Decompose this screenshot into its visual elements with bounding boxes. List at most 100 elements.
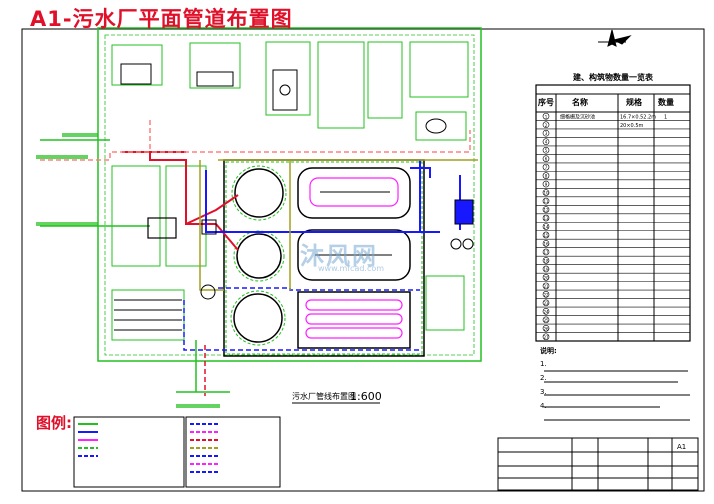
legend-swatches: [78, 423, 220, 473]
col-header-spec: 规格: [626, 98, 642, 107]
table-cell: 1: [664, 114, 667, 120]
green-area-1: [317, 41, 365, 129]
screen-house: [147, 217, 177, 239]
table-cell: 13: [543, 216, 549, 221]
row-number-circle: [542, 163, 550, 171]
green-area-3: [409, 41, 469, 98]
aeration-tank: [297, 291, 411, 349]
building-2: [189, 42, 241, 89]
building-1: [111, 44, 163, 86]
green-area-2: [367, 41, 403, 119]
site-road: [104, 34, 475, 356]
row-number-circle: [542, 333, 550, 341]
basketball-court: [272, 69, 298, 111]
row-number-circle: [542, 206, 550, 213]
row-number-circle: [542, 316, 550, 324]
building-1-inner: [120, 63, 152, 85]
table-cell: 14: [543, 225, 549, 230]
row-number-circle: [542, 155, 550, 162]
sludge-block: [111, 289, 185, 341]
table-cell: 16: [543, 242, 549, 247]
legend-grid: [73, 416, 281, 488]
table-cell: 7: [545, 165, 548, 170]
table-cell: 24: [543, 309, 549, 314]
table-cell: 22: [543, 292, 549, 297]
secondary-clarifier-2: [236, 233, 282, 279]
row-number-circle: [542, 257, 550, 264]
notes-lines: [544, 370, 690, 421]
north-arrow-icon: [598, 29, 632, 47]
row-number-circle: [542, 299, 550, 307]
site-boundary: [97, 27, 482, 362]
table-cell: 10: [543, 191, 549, 196]
blower-2: [462, 238, 474, 250]
plan-scale: 1:600: [350, 390, 382, 403]
thickener-ring: [230, 290, 286, 346]
row-number-circle: [542, 291, 550, 298]
row-number-circle: [542, 240, 550, 247]
table-cell: 15: [543, 233, 549, 238]
court-area: [265, 41, 311, 116]
row-number-circle: [542, 146, 550, 154]
green-area-right: [425, 275, 465, 331]
building-2-inner: [196, 71, 234, 87]
title-block: [497, 437, 699, 491]
row-number-circle: [542, 231, 550, 239]
outer-frame: [21, 28, 705, 492]
court-circle: [279, 84, 291, 96]
row-number-circle: [542, 214, 550, 222]
note-2: 2.: [540, 374, 547, 382]
table-cell: 20: [543, 275, 549, 280]
sludge-thickener: [233, 293, 283, 343]
watermark-url: www.mfcad.com: [318, 264, 385, 273]
note-1: 1.: [540, 360, 547, 368]
olive-pipeline: [199, 159, 478, 291]
table-cell: 1: [545, 114, 548, 119]
table-cell: 27: [543, 335, 549, 340]
table-cell: 细格栅及沉砂池: [560, 113, 595, 120]
table-cell: 21: [543, 284, 549, 289]
table-cell: 12: [543, 208, 549, 213]
table-cell: 8: [545, 174, 548, 179]
green-area-4: [415, 111, 467, 141]
row-number-circle: [542, 274, 550, 281]
row-number-circle: [542, 138, 550, 145]
table-cell: 17: [543, 250, 549, 255]
table-cell: 11: [543, 199, 549, 204]
oxidation-ditch-2: [297, 229, 411, 281]
row-number-circle: [542, 197, 550, 205]
table-cell: 25: [543, 318, 549, 323]
side-pipe-labels: [36, 133, 220, 408]
row-number-circle: [542, 189, 550, 196]
green-block-left-1: [111, 165, 161, 267]
row-number-circle: [542, 308, 550, 315]
clarifier-1-ring: [231, 165, 287, 221]
oxidation-ditch-1: [297, 167, 411, 219]
table-cell: 6: [545, 157, 548, 162]
row-number-circle: [542, 248, 550, 256]
ditch-1-channel: [309, 177, 399, 207]
note-3: 3.: [540, 388, 547, 396]
table-cell: 19: [543, 267, 549, 272]
sheet-size: A1: [677, 443, 686, 451]
col-header-no: 序号: [538, 98, 554, 107]
table-cell: 18: [543, 258, 549, 263]
blue-dashed-pipeline: [183, 287, 420, 351]
note-4: 4.: [540, 402, 547, 410]
plan-caption: 污水厂管线布置图: [292, 391, 356, 401]
distribution-well: [200, 284, 216, 300]
row-number-circle: [542, 112, 550, 120]
table-cell: 16.7×0.52.2m: [620, 114, 656, 120]
table-cell: 5: [545, 148, 548, 153]
pink-pipeline: [40, 120, 471, 161]
table-cell: 2: [545, 123, 548, 128]
clarifier-2-ring: [233, 230, 285, 282]
table-cell: 23: [543, 301, 549, 306]
blower-1: [450, 238, 462, 250]
table-cell: 3: [545, 131, 548, 136]
watermark-logo: 沐风网: [300, 242, 378, 270]
oval-pool: [425, 118, 447, 134]
row-number-circle: [542, 172, 550, 179]
